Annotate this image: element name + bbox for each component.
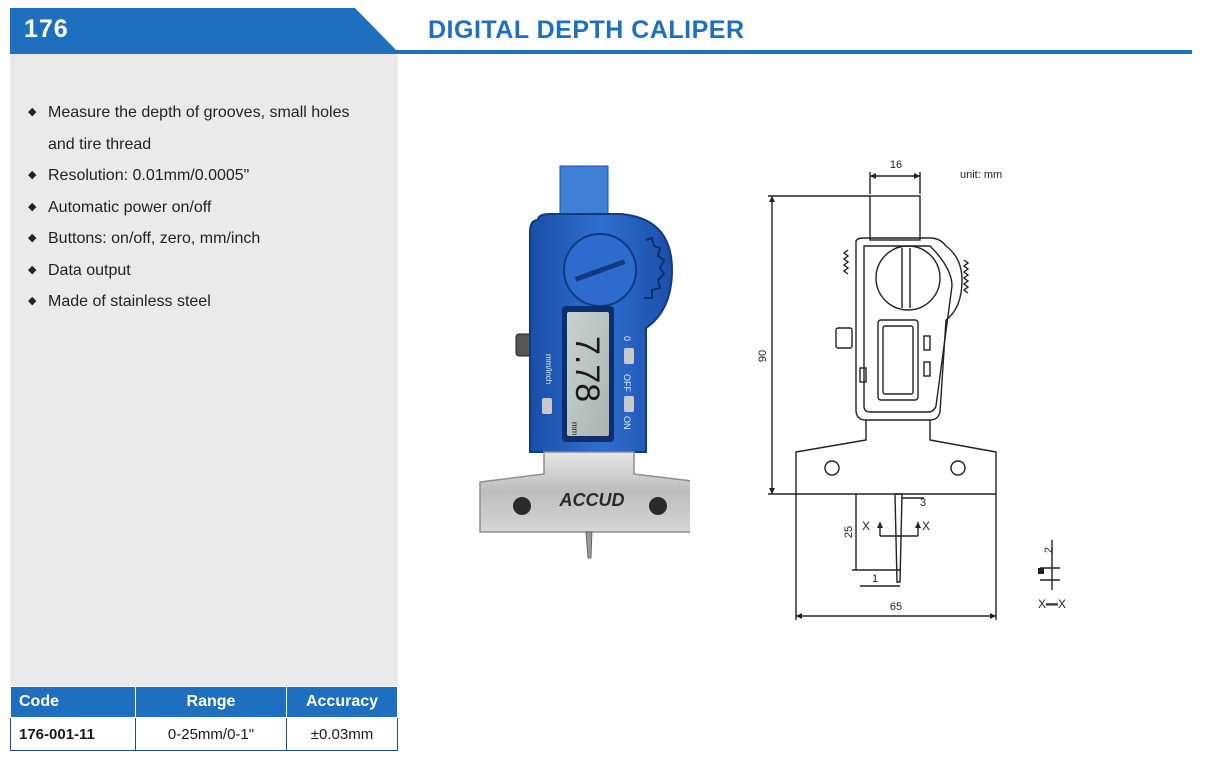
dim-top-width: 16 [890, 159, 902, 171]
arrow-icon [769, 196, 775, 202]
diamond-bullet-icon: ◆ [28, 295, 37, 307]
off-label: OFF [622, 374, 632, 392]
table-row: 176-001-11 0-25mm/0-1" ±0.03mm [10, 717, 398, 751]
steel-base [479, 451, 690, 533]
drawing-button-right-2 [923, 361, 931, 377]
drawing-cover [875, 245, 941, 311]
base-screw-right [649, 497, 667, 515]
drawing-rod [869, 195, 921, 241]
base-screw-left [513, 497, 531, 515]
col-range-header: Range [135, 686, 287, 718]
knurl-edge [644, 236, 666, 299]
dim-height: 90 [757, 350, 769, 362]
feature-list: ◆Measure the depth of grooves, small hol… [26, 97, 378, 318]
drawing-probe [894, 493, 903, 583]
arrow-icon [769, 488, 775, 494]
drawing-knurl [842, 249, 970, 294]
feature-item: ◆Automatic power on/off [26, 192, 378, 224]
cover-slot [574, 259, 626, 282]
unit-note: unit: mm [960, 169, 1002, 181]
dim-base-width: 65 [890, 601, 902, 613]
feature-item: ◆Measure the depth of grooves, small hol… [26, 97, 378, 160]
diamond-bullet-icon: ◆ [28, 263, 37, 276]
section-label-right: X [922, 519, 930, 533]
drawing-lcd [877, 319, 919, 401]
detail-tip-mark [1038, 568, 1044, 574]
header-tab [10, 8, 400, 54]
arrow-icon [990, 613, 996, 619]
section-label-detail: X—X [1038, 597, 1066, 611]
col-code-header: Code [10, 686, 136, 718]
spec-table: Code Range Accuracy 176-001-11 0-25mm/0-… [10, 686, 398, 751]
depth-probe [585, 531, 593, 559]
lcd-reading: 7.78 [568, 336, 606, 402]
lcd-unit: mm [570, 422, 579, 436]
cell-code: 176-001-11 [10, 717, 136, 751]
drawing-screw-left [824, 460, 840, 476]
brand-logo: ACCUD [559, 490, 625, 510]
dim-probe-length: 25 [843, 526, 855, 538]
technical-drawing: 16 unit: mm 90 3 25 X X 1 65 2 X—X [757, 159, 1066, 620]
spec-header-row: Code Range Accuracy [10, 686, 398, 718]
dim-probe-offset: 3 [920, 497, 926, 509]
drawing-lcd-inner [882, 325, 914, 395]
product-number: 176 [24, 15, 69, 43]
feature-item: ◆Resolution: 0.01mm/0.0005" [26, 160, 378, 192]
zero-label: 0 [622, 336, 632, 341]
feature-item: ◆Made of stainless steel [26, 286, 378, 318]
diamond-bullet-icon: ◆ [28, 106, 37, 118]
arrow-icon [877, 522, 883, 528]
arrow-icon [870, 173, 876, 179]
dim-tip-detail: 2 [1043, 547, 1055, 553]
feature-panel [10, 54, 398, 686]
drawing-base [795, 420, 997, 495]
feature-item: ◆Buttons: on/off, zero, mm/inch [26, 223, 378, 255]
mm-inch-button [542, 398, 552, 414]
header-rule [10, 50, 1192, 54]
drawing-button-right [923, 335, 931, 351]
mm-inch-label: mm/inch [544, 354, 553, 384]
lcd-display [567, 312, 609, 436]
diamond-bullet-icon: ◆ [28, 232, 37, 244]
zero-button [624, 348, 634, 364]
on-label: ON [622, 416, 632, 430]
arrow-icon [914, 173, 920, 179]
dim-tip: 1 [872, 573, 878, 585]
arrow-icon [796, 613, 802, 619]
diamond-bullet-icon: ◆ [28, 200, 37, 213]
col-accuracy-header: Accuracy [286, 686, 398, 718]
on-off-button [624, 396, 634, 412]
product-photo: 7.78 mm mm/inch 0 OFF ON ACCUD [479, 165, 690, 559]
drawing-body-inner [863, 245, 953, 413]
section-label-left: X [862, 519, 870, 533]
page-title: DIGITAL DEPTH CALIPER [428, 16, 745, 44]
drawing-screw-right [950, 460, 966, 476]
cell-accuracy: ±0.03mm [286, 717, 398, 751]
diamond-bullet-icon: ◆ [28, 169, 37, 181]
cell-range: 0-25mm/0-1" [135, 717, 287, 751]
drawing-thumb-wheel [835, 327, 853, 349]
arrow-icon [915, 522, 921, 528]
drawing-button-left [859, 367, 867, 383]
feature-item: ◆Data output [26, 255, 378, 287]
